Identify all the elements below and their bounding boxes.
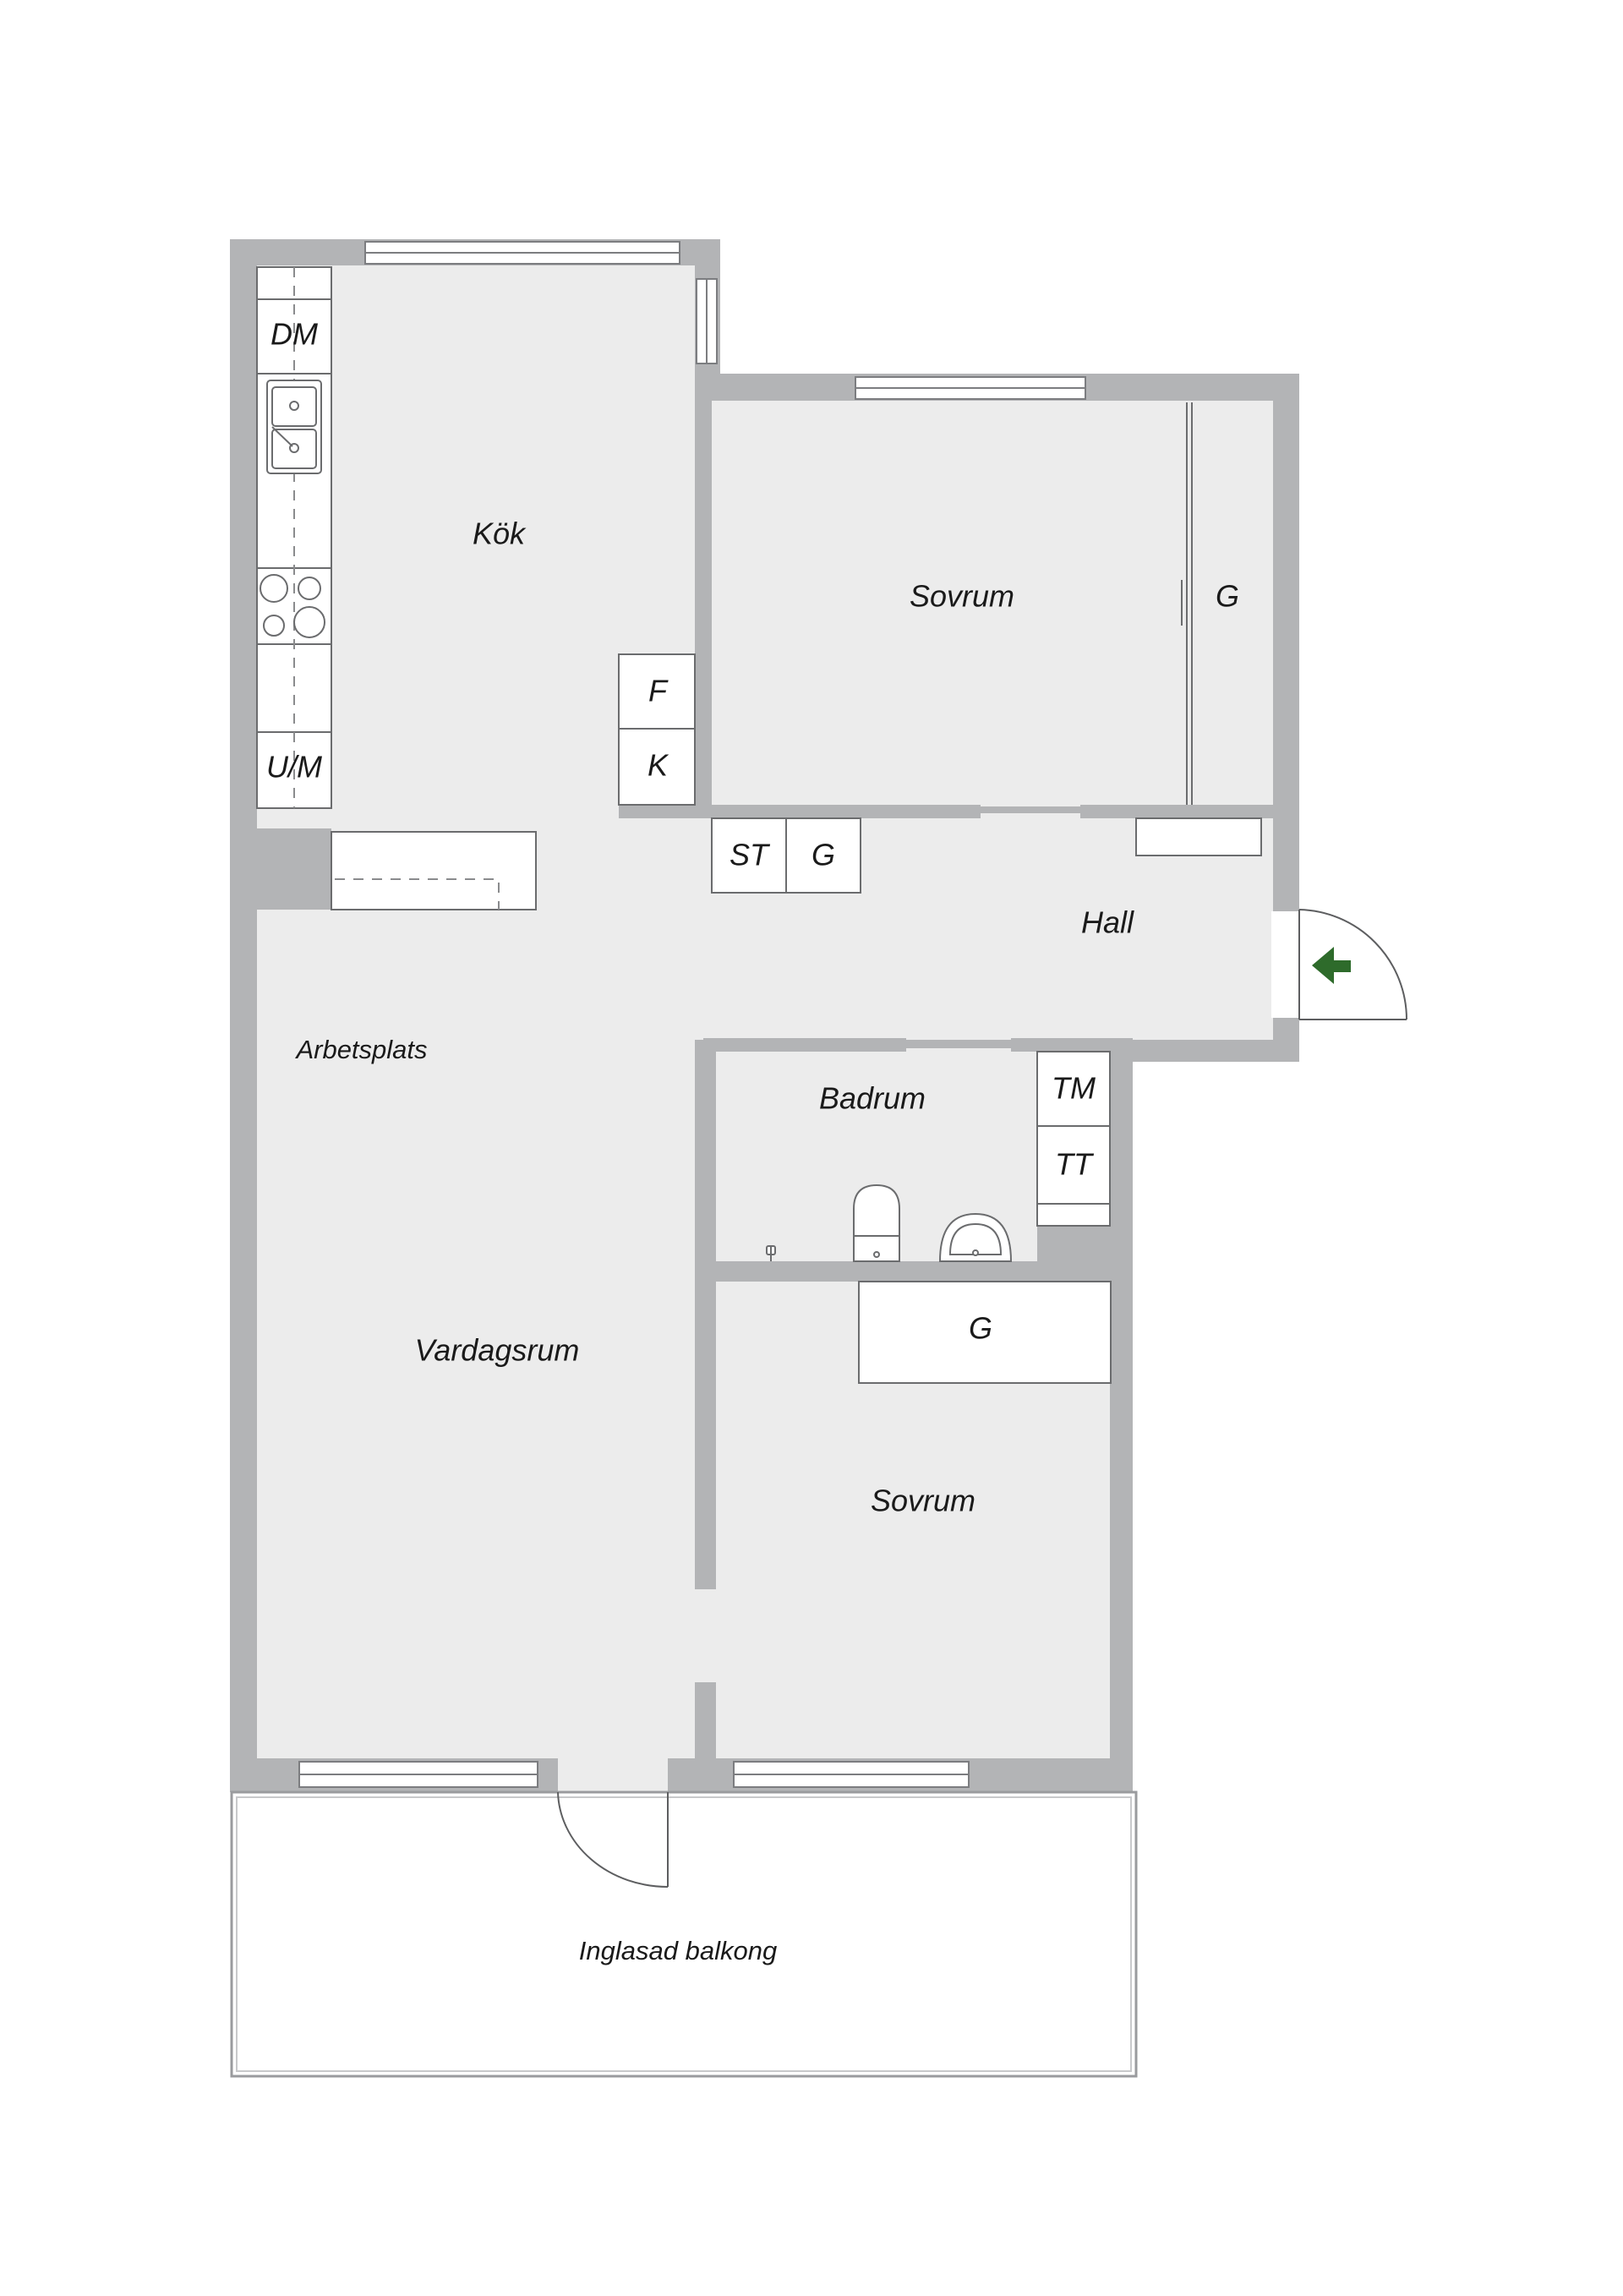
room-label-living-room: Vardagsrum (415, 1333, 580, 1368)
kitchen-worktop (331, 831, 537, 910)
appliance-label-dishwasher: DM (270, 317, 318, 352)
toilet-icon (853, 1184, 900, 1262)
windows (298, 241, 1086, 1788)
appliance-label-freezer: K (648, 748, 669, 783)
room-label-hall: Hall (1081, 905, 1134, 940)
appliance-label-fridge: F (648, 674, 669, 708)
fridge-freezer-unit (618, 653, 696, 806)
room-label-bathroom: Badrum (819, 1081, 926, 1116)
appliance-label-oven-microwave: U/M (266, 750, 322, 784)
entrance-door (1298, 909, 1407, 1020)
washbasin-icon (938, 1212, 1013, 1262)
laundry-unit (1036, 1051, 1111, 1227)
room-label-balcony: Inglasad balkong (579, 1936, 777, 1965)
entrance-opening (1271, 911, 1302, 1018)
appliance-label-hall-closet: G (812, 838, 835, 872)
bedroom-1-floor (712, 401, 1273, 806)
room-label-kitchen: Kök (473, 517, 527, 551)
appliance-label-tumble-dryer: TT (1055, 1147, 1095, 1182)
wardrobe-bedroom-2 (858, 1281, 1112, 1384)
wardrobe-bedroom-1 (1181, 402, 1193, 805)
labels: Kök Sovrum G Hall Arbetsplats Badrum Var… (266, 317, 1239, 1966)
appliance-label-washing-machine: TM (1052, 1071, 1096, 1106)
room-label-bedroom-1: Sovrum (910, 579, 1014, 614)
room-label-workspace: Arbetsplats (294, 1035, 427, 1064)
room-label-bedroom-2: Sovrum (871, 1484, 975, 1518)
kitchen-counter (256, 266, 332, 809)
balcony-door (557, 1791, 669, 1888)
hall-shelf (1135, 817, 1262, 856)
balcony-outline (230, 1790, 1138, 2078)
room-label-closet-1: G (1216, 579, 1239, 614)
shower-icon (766, 1245, 776, 1261)
room-label-closet-2: G (969, 1311, 992, 1346)
living-floor (257, 910, 695, 1758)
balcony-inner-outline (236, 1796, 1132, 2072)
stove-icon (260, 574, 325, 638)
entrance-arrow-icon (1312, 947, 1351, 984)
appliance-label-dryer-cabinet: ST (730, 838, 771, 872)
hall-cabinets (711, 817, 861, 894)
kitchen-sink-icon (266, 380, 322, 474)
